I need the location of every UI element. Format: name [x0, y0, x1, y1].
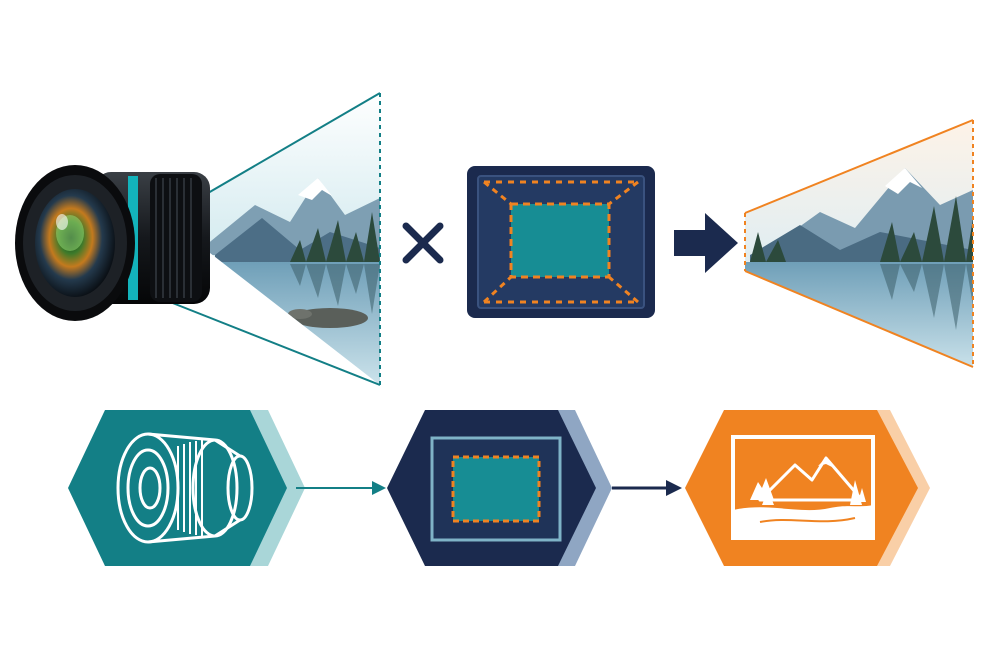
cropped-image-view — [744, 119, 974, 368]
lens-stage-hexagon — [68, 410, 305, 566]
landscape-photo-icon — [731, 435, 875, 540]
connector-arrow-1 — [296, 481, 386, 495]
connector-arrow-2 — [612, 480, 682, 496]
image-stage-hexagon — [685, 410, 930, 566]
sensor-outline-icon — [430, 436, 562, 542]
multiply-icon — [402, 222, 444, 264]
sensor-crop-area — [509, 202, 611, 279]
treeline — [290, 212, 380, 262]
arrow-right-icon — [674, 213, 738, 273]
camera-lens-icon — [15, 165, 210, 321]
sensor-stage-hexagon — [387, 410, 612, 566]
image-sensor-icon — [467, 166, 655, 318]
lens-grip-ridges — [177, 440, 203, 536]
